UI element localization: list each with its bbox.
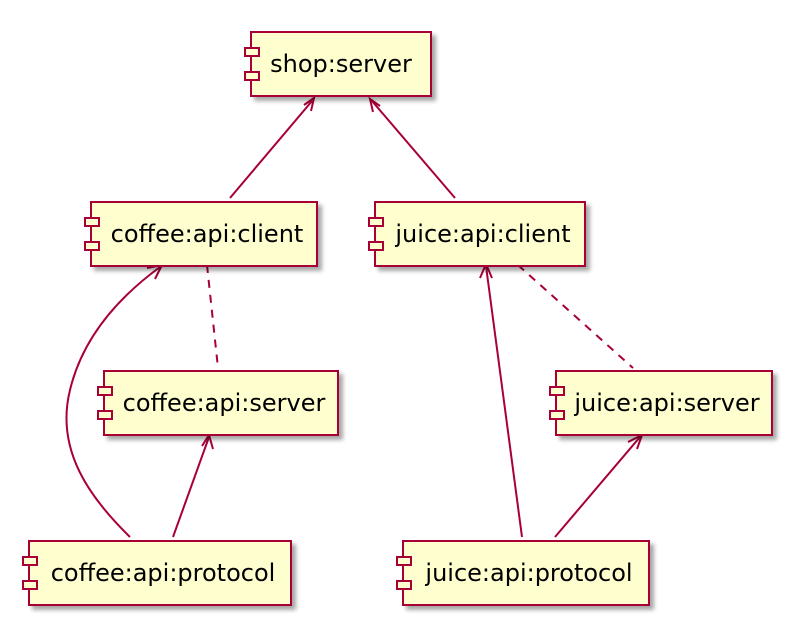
component-juice-api-client[interactable]: juice:api:client [368, 201, 586, 267]
edge-coffee-protocol-to-coffee-client [65, 266, 161, 538]
arrowhead-icon [368, 96, 381, 113]
component-coffee-api-protocol[interactable]: coffee:api:protocol [22, 540, 292, 606]
component-coffee-api-server[interactable]: coffee:api:server [97, 370, 339, 436]
edge-coffee-client-to-coffee-server-dashed [206, 264, 219, 369]
component-icon [244, 71, 260, 81]
component-icon [84, 241, 100, 251]
component-icon [22, 556, 38, 566]
component-label: juice:api:server [573, 389, 759, 417]
arrowhead-icon [303, 95, 316, 112]
component-icon [244, 47, 260, 57]
component-label: juice:api:protocol [424, 559, 632, 587]
component-label: juice:api:client [394, 220, 570, 248]
component-label: coffee:api:server [123, 389, 326, 417]
component-coffee-api-client[interactable]: coffee:api:client [84, 201, 318, 267]
edge-juice-protocol-to-juice-client [485, 265, 523, 538]
component-icon [396, 580, 412, 590]
edge-coffee-client-to-shop-server [229, 100, 313, 199]
edges-layer [65, 95, 644, 538]
edge-juice-client-to-shop-server [371, 100, 456, 199]
edge-coffee-protocol-to-coffee-server [172, 436, 210, 538]
component-shop-server[interactable]: shop:server [244, 31, 432, 97]
component-icon [396, 556, 412, 566]
edge-juice-client-to-juice-server-dashed [517, 264, 634, 369]
component-juice-api-server[interactable]: juice:api:server [549, 370, 773, 436]
component-icon [97, 386, 113, 396]
component-icon [22, 580, 38, 590]
component-label: coffee:api:protocol [51, 559, 276, 587]
component-label: shop:server [270, 50, 412, 78]
component-icon [84, 217, 100, 227]
component-label: coffee:api:client [111, 220, 304, 248]
component-icon [549, 410, 565, 420]
component-icon [549, 386, 565, 396]
component-icon [368, 241, 384, 251]
edge-juice-protocol-to-juice-server [554, 436, 641, 538]
component-juice-api-protocol[interactable]: juice:api:protocol [396, 540, 650, 606]
component-icon [368, 217, 384, 227]
component-icon [97, 410, 113, 420]
